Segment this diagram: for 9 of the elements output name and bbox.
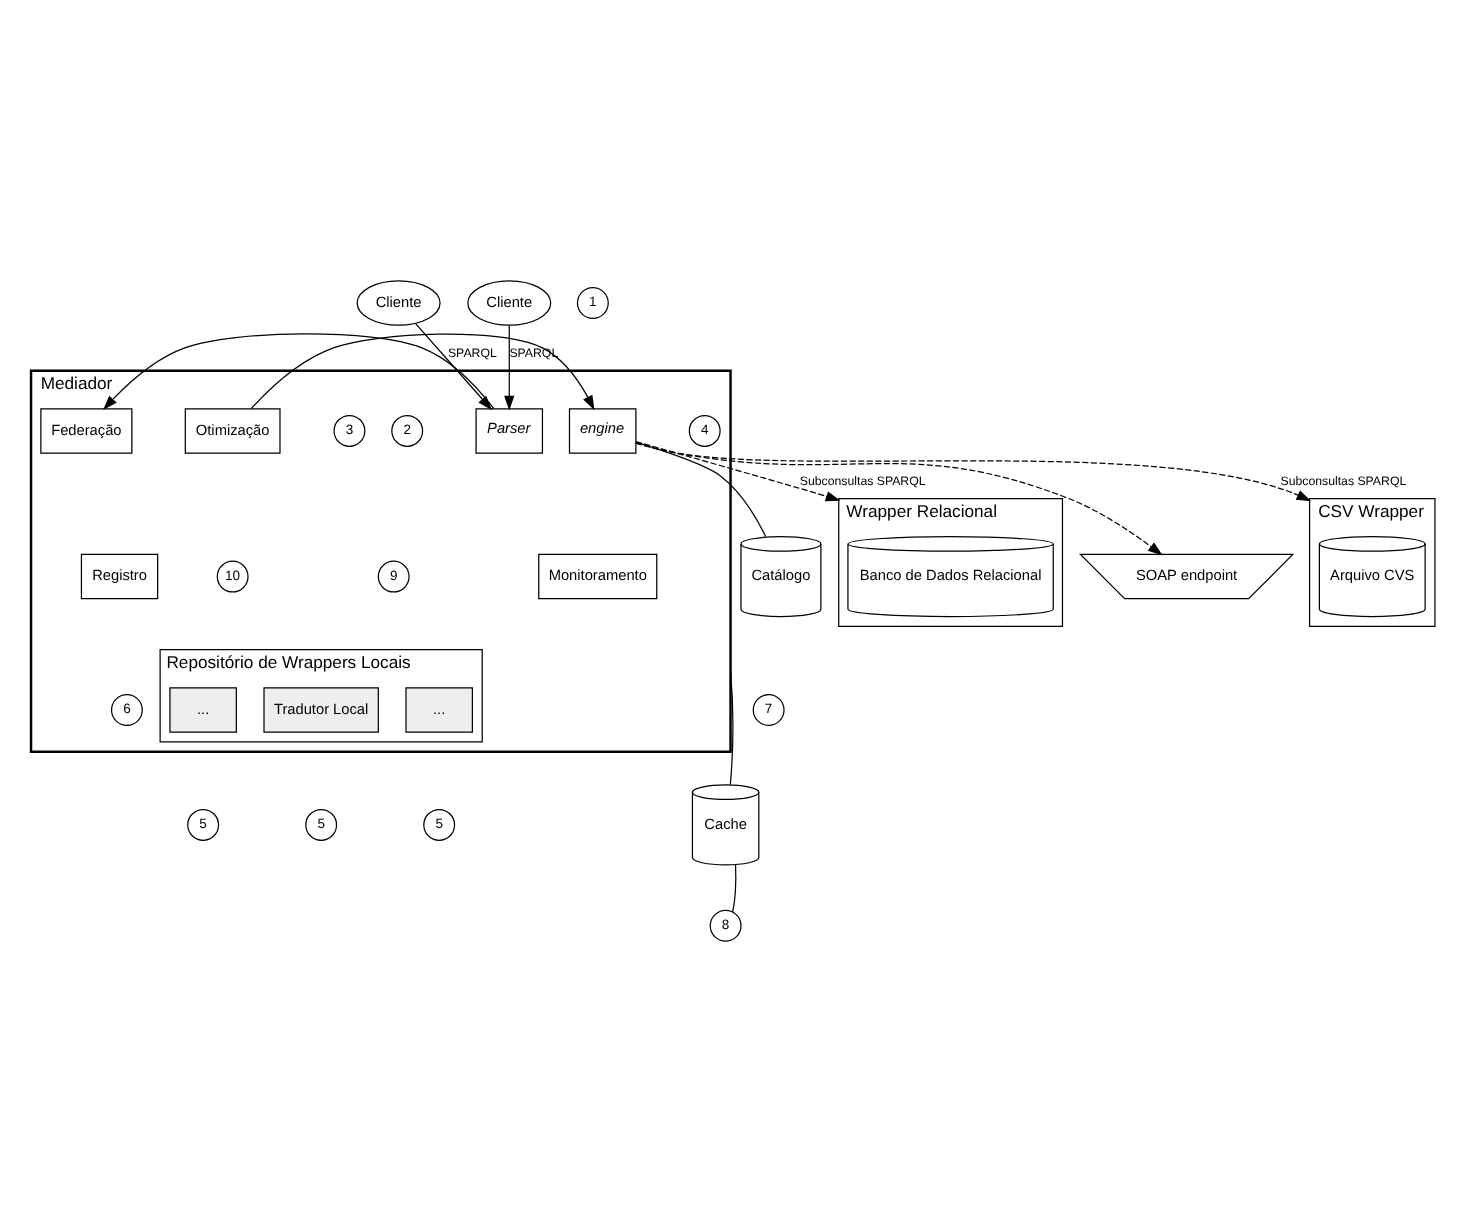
connector	[732, 863, 737, 912]
arrow	[635, 441, 1163, 555]
connector	[729, 669, 734, 785]
arrow	[635, 439, 841, 501]
arrow	[504, 323, 515, 410]
arrow	[414, 321, 493, 410]
arrow	[250, 332, 595, 410]
arrow	[103, 332, 495, 410]
arrow	[635, 441, 1312, 501]
